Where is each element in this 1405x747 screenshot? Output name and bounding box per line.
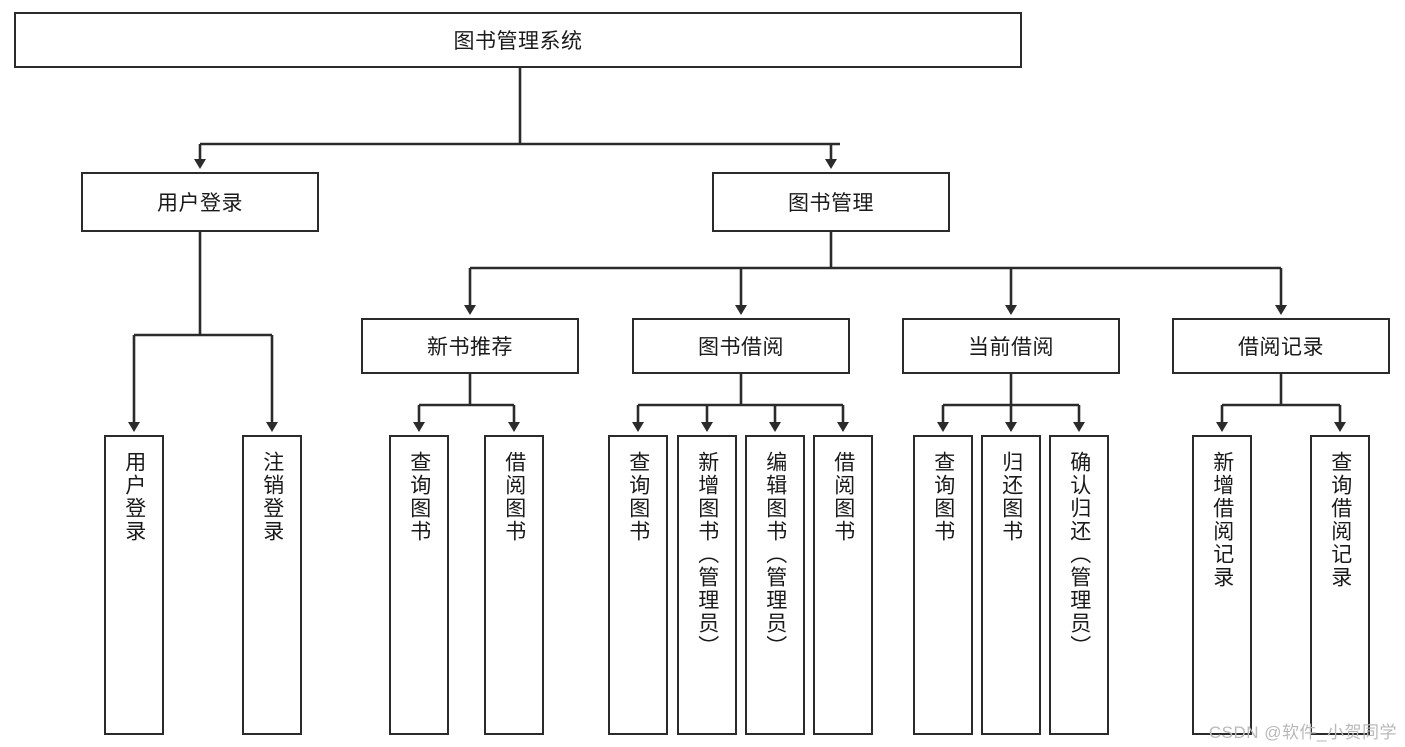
node-borrow-records[interactable]: 借阅记录 <box>1172 318 1390 374</box>
leaf-borrow-books-newbook[interactable]: 借阅图书 <box>484 435 544 735</box>
leaf-query-books-newbook[interactable]: 查询图书 <box>389 435 449 735</box>
node-book-management[interactable]: 图书管理 <box>712 172 950 232</box>
leaf-user-login[interactable]: 用户登录 <box>104 435 164 735</box>
leaf-label: 查询借阅记录 <box>1328 451 1352 589</box>
leaf-label: 用户登录 <box>122 451 146 543</box>
leaf-label: 新增图书（管理员） <box>695 451 719 658</box>
leaf-edit-book-admin[interactable]: 编辑图书（管理员） <box>745 435 805 735</box>
leaf-query-books-current[interactable]: 查询图书 <box>913 435 973 735</box>
leaf-label: 查询图书 <box>626 451 650 543</box>
leaf-query-books-borrow[interactable]: 查询图书 <box>608 435 668 735</box>
leaf-label: 编辑图书（管理员） <box>763 451 787 658</box>
leaf-label: 归还图书 <box>999 451 1023 543</box>
leaf-label: 确认归还（管理员） <box>1067 451 1091 658</box>
node-user-login[interactable]: 用户登录 <box>81 172 319 232</box>
node-current-borrow[interactable]: 当前借阅 <box>902 318 1120 374</box>
leaf-logout[interactable]: 注销登录 <box>242 435 302 735</box>
node-root[interactable]: 图书管理系统 <box>14 12 1022 68</box>
leaf-label: 查询图书 <box>931 451 955 543</box>
leaf-borrow-books-borrow[interactable]: 借阅图书 <box>813 435 873 735</box>
leaf-label: 借阅图书 <box>502 451 526 543</box>
leaf-label: 查询图书 <box>407 451 431 543</box>
leaf-label: 借阅图书 <box>831 451 855 543</box>
node-book-borrow[interactable]: 图书借阅 <box>632 318 850 374</box>
leaf-add-book-admin[interactable]: 新增图书（管理员） <box>677 435 737 735</box>
node-new-book-recommend[interactable]: 新书推荐 <box>361 318 579 374</box>
leaf-query-borrow-record[interactable]: 查询借阅记录 <box>1310 435 1370 735</box>
leaf-confirm-return-admin[interactable]: 确认归还（管理员） <box>1049 435 1109 735</box>
leaf-label: 注销登录 <box>260 451 284 543</box>
leaf-label: 新增借阅记录 <box>1210 451 1234 589</box>
leaf-return-books[interactable]: 归还图书 <box>981 435 1041 735</box>
leaf-add-borrow-record[interactable]: 新增借阅记录 <box>1192 435 1252 735</box>
watermark: CSDN @软件_小贺同学 <box>1208 723 1397 742</box>
